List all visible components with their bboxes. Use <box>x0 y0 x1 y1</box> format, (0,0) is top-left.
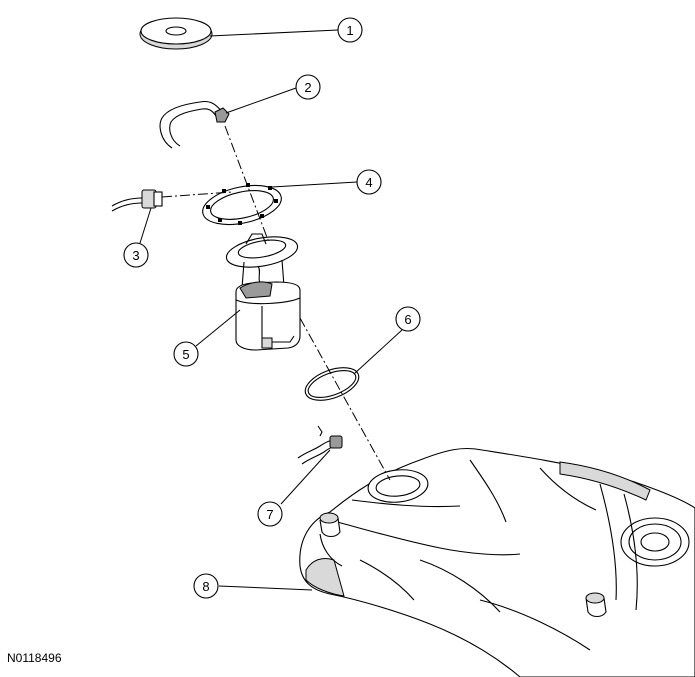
callout-8: 8 <box>193 573 219 599</box>
figure-reference-code: N0118496 <box>7 651 62 665</box>
callout-2: 2 <box>295 74 321 100</box>
callout-7-label: 7 <box>266 507 273 522</box>
part-4-lock-ring <box>202 183 282 226</box>
callout-5: 5 <box>173 341 199 367</box>
part-7-fuel-tube <box>297 425 343 465</box>
callout-4: 4 <box>356 169 382 195</box>
callout-8-label: 8 <box>202 579 209 594</box>
part-1-cover-disc <box>139 17 213 50</box>
part-2-hose <box>159 100 230 149</box>
callout-3-label: 3 <box>132 248 139 263</box>
callout-1-label: 1 <box>346 23 353 38</box>
callout-2-label: 2 <box>304 80 311 95</box>
callout-5-label: 5 <box>182 347 189 362</box>
callout-6-label: 6 <box>404 312 411 327</box>
callout-6: 6 <box>395 306 421 332</box>
part-8-fuel-tank <box>299 447 695 677</box>
assembly-centerlines <box>161 125 391 481</box>
callout-4-label: 4 <box>365 175 372 190</box>
part-3-connector <box>111 189 163 212</box>
callout-7: 7 <box>257 501 283 527</box>
part-5-fuel-pump-module <box>225 233 301 351</box>
leader-lines <box>139 29 403 591</box>
callout-3: 3 <box>123 242 149 268</box>
callout-1: 1 <box>337 17 363 43</box>
part-6-seal <box>304 367 360 401</box>
